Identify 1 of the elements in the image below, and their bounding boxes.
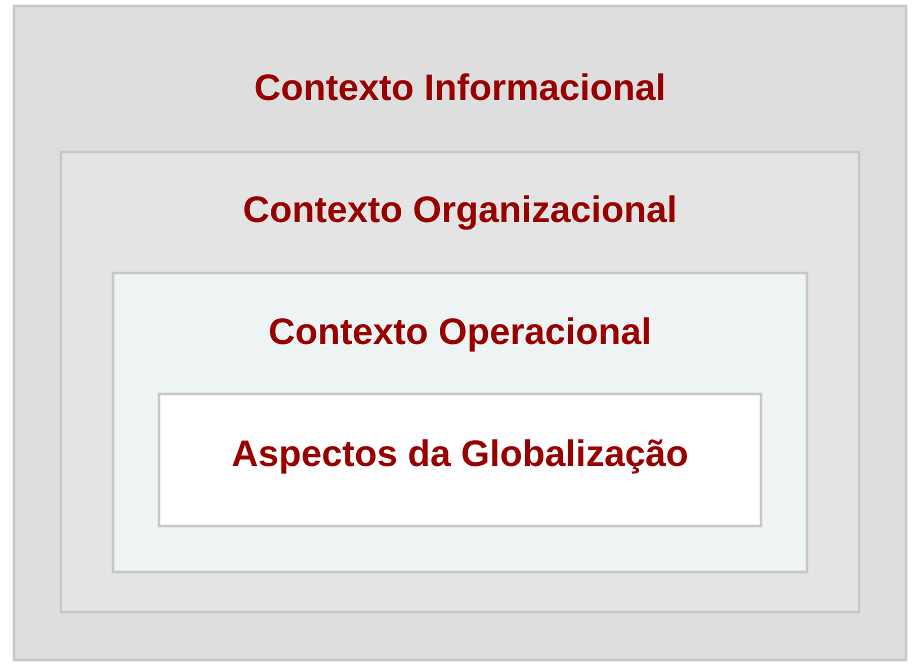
- context-box: Aspectos da Globalização: [158, 392, 762, 528]
